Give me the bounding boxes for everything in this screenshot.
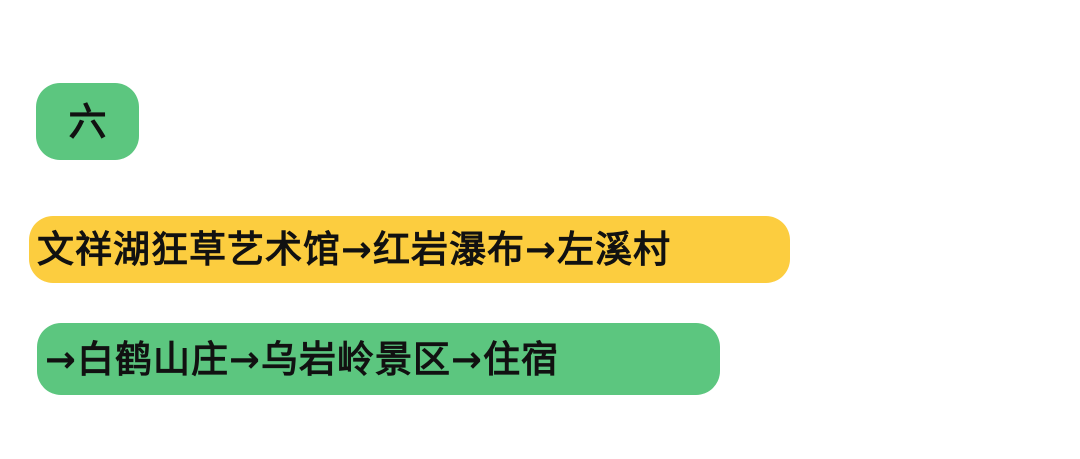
- route-line-2-text: →白鹤山庄→乌岩岭景区→住宿: [45, 337, 560, 381]
- section-number-label: 六: [68, 99, 107, 144]
- route-line-1-text: 文祥湖狂草艺术馆→红岩瀑布→左溪村: [37, 228, 672, 271]
- section-number-badge: 六: [36, 83, 139, 160]
- route-line-2-pill: →白鹤山庄→乌岩岭景区→住宿: [37, 323, 720, 395]
- route-line-1-pill: 文祥湖狂草艺术馆→红岩瀑布→左溪村: [29, 216, 790, 283]
